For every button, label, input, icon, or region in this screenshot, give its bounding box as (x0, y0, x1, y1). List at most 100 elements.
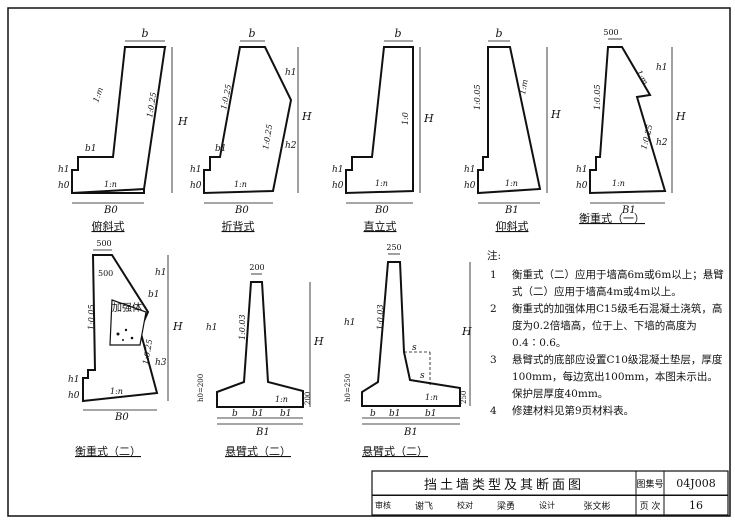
section-title: 折背式 (222, 219, 255, 233)
note-text: 悬臂式的底部应设置C10级混凝土垫层，厚度100mm，每边宽出100mm，本图未… (512, 354, 723, 400)
dim-b: b (495, 27, 502, 40)
slope-label: 1:n (234, 180, 247, 189)
wall-section (477, 46, 542, 195)
dim-b: b (370, 409, 376, 419)
page-number: 16 (689, 498, 703, 512)
dim-b: b (248, 27, 255, 40)
diagram-zhili: b H 1:0 1:n h1 h0 B0 直立式 (332, 27, 434, 233)
slope-label: 1:0.05 (593, 84, 602, 110)
dim-b1: b1 (85, 144, 97, 154)
dim-H: H (550, 108, 561, 121)
dim-h1: h1 (576, 165, 588, 175)
dim-h1: h1 (155, 268, 167, 278)
dim-b1: b1 (252, 409, 264, 419)
dim-h1: h1 (464, 165, 476, 175)
slope-label: 1:n (612, 179, 625, 188)
dim-b1: b1 (148, 290, 160, 300)
dim-H: H (313, 335, 324, 348)
dim-h1: h1 (68, 375, 80, 385)
slope-label: 1:0.03 (238, 314, 247, 340)
title-block-frame (371, 470, 729, 516)
dim-b: b (141, 27, 148, 40)
dim-H: H (177, 115, 188, 128)
dim-h1: h1 (58, 165, 70, 175)
dim-b1: b1 (280, 409, 292, 419)
slope-label: 1:0.25 (261, 124, 274, 151)
wall-section (216, 281, 304, 408)
dim-h0: h0 (190, 181, 202, 191)
dim-h1: h1 (332, 165, 344, 175)
wall-section (361, 261, 461, 407)
dim-s: s (412, 343, 417, 353)
dim-h0: h0 (58, 181, 70, 191)
note-number: 4 (490, 405, 497, 417)
dim-h1: h1 (206, 323, 218, 333)
section-title: 悬臂式（二） (362, 445, 428, 458)
sheet-border (7, 7, 731, 517)
notes-title: 注: (487, 250, 502, 262)
dim-h1: h1 (344, 318, 356, 328)
check-label: 校对 (457, 500, 473, 510)
note-item: 3 悬臂式的底部应设置C10级混凝土垫层，厚度100mm，每边宽出100mm，本图… (487, 352, 727, 403)
section-title: 直立式 (364, 219, 397, 233)
slope-label: 1:n (104, 180, 117, 189)
dim-H: H (461, 325, 472, 338)
reviewer: 谢飞 (414, 501, 433, 512)
dim-B1: B1 (403, 427, 418, 438)
note-number: 3 (490, 354, 497, 366)
slope-label: 1:n (425, 393, 438, 402)
dim-250: 250 (386, 243, 401, 252)
slope-label: 1:0.05 (473, 84, 482, 110)
slope-label: 1:m (518, 78, 530, 95)
dim-200: 200 (304, 392, 312, 405)
slope-label: 1:n (110, 387, 123, 396)
dim-s: s (420, 371, 425, 381)
dim-b1: b1 (425, 409, 437, 419)
section-title: 衡重式（一） (579, 211, 645, 225)
label-jiaqiang: 加强体 (112, 302, 142, 314)
dim-200: 200 (249, 263, 264, 272)
wall-section (345, 46, 414, 195)
dim-h0: h0=250 (344, 374, 352, 402)
dim-h1: h1 (656, 63, 668, 73)
slope-label: 1:n (375, 179, 388, 188)
section-title: 悬臂式（二） (225, 445, 291, 458)
note-text: 衡重式（二）应用于墙高6m或6m以上；悬臂式（二）应用于墙高4m或4m以上。 (512, 269, 724, 298)
section-title: 衡重式（二） (75, 444, 141, 458)
slope-label: 1:n (505, 179, 518, 188)
dim-500: 500 (603, 28, 618, 37)
note-text: 衡重式的加强体用C15级毛石混凝土浇筑，高度为0.2倍墙高，位于上、下墙的高度为… (512, 303, 723, 349)
dim-H: H (423, 112, 434, 125)
drawing-title: 挡土墙类型及其断面图 (423, 477, 584, 493)
slope-label: 1:0.03 (376, 304, 385, 330)
dim-B1: B1 (255, 427, 270, 438)
dim-H: H (675, 110, 686, 123)
dim-500: 500 (98, 269, 113, 278)
dim-h0: h0 (68, 391, 80, 401)
note-number: 2 (490, 303, 497, 315)
section-title: 仰斜式 (496, 219, 529, 233)
dim-h2: h2 (285, 141, 297, 151)
designer: 张文彬 (583, 501, 611, 512)
slope-label: 1:0 (401, 112, 410, 125)
diagram-hengzhong-1: 500 H h1 h2 1:m 1:0.05 1:0.25 1:n h1 h0 … (576, 28, 686, 225)
design-label: 设计 (539, 500, 555, 510)
page-label: 页 次 (639, 501, 661, 512)
dim-B1: B1 (504, 205, 519, 216)
dim-b1: b1 (215, 144, 227, 154)
dim-h3: h3 (155, 358, 167, 368)
slope-label: 1:0.05 (87, 304, 96, 330)
wall-section (203, 46, 293, 195)
dim-b1: b1 (389, 409, 401, 419)
checker: 梁勇 (496, 501, 515, 512)
dim-h1: h1 (285, 68, 297, 78)
wall-section (589, 46, 667, 195)
set-label: 图集号 (636, 479, 664, 490)
diagram-yangxie: b H 1:0.05 1:m 1:n h1 h0 B1 仰斜式 (464, 27, 561, 233)
section-title: 俯斜式 (92, 219, 125, 233)
dim-B0: B0 (103, 205, 118, 216)
